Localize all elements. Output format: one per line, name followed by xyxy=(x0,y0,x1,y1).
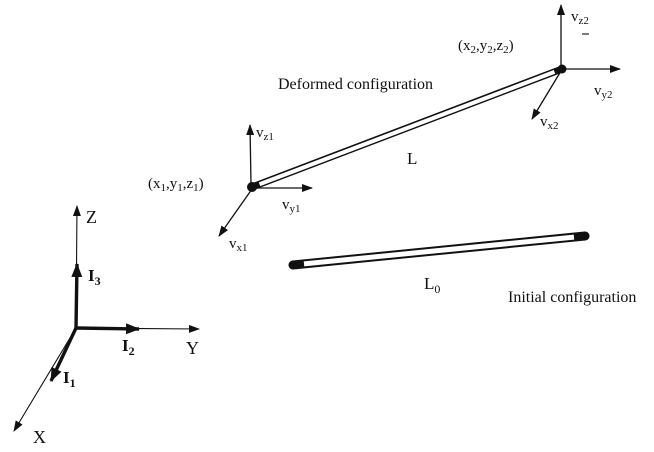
initial-configuration-caption: Initial configuration xyxy=(508,289,636,306)
v-x1-arrow xyxy=(218,188,253,237)
i1-vector-label: I1 xyxy=(63,368,76,390)
node1-dot xyxy=(247,182,257,192)
node2-coords-label: (x2,y2,z2) xyxy=(458,38,514,56)
v-x2-label: vx2 xyxy=(540,114,559,132)
node1-vectors: vz1 vy1 vx1 (x1,y1,z1) xyxy=(148,124,313,254)
v-y2-label: vy2 xyxy=(594,83,613,101)
node1-coords-label: (x1,y1,z1) xyxy=(148,176,204,194)
initial-length-label: L0 xyxy=(424,274,440,296)
v-y1-label: vy1 xyxy=(282,197,301,215)
z-axis-label: Z xyxy=(86,207,97,227)
x-axis-label: X xyxy=(33,427,46,447)
i3-vector-arrow xyxy=(71,263,83,329)
global-frame: Z Y X I3 I2 I1 xyxy=(13,205,200,447)
deformed-length-label: L xyxy=(407,149,417,168)
i3-vector-label: I3 xyxy=(88,266,101,288)
deformed-bar xyxy=(247,64,567,192)
i1-vector-arrow xyxy=(49,327,78,382)
y-axis-label: Y xyxy=(186,338,199,358)
deformed-bar-fill xyxy=(258,70,556,187)
i2-vector-label: I2 xyxy=(122,336,135,358)
initial-bar xyxy=(288,231,590,270)
deformed-configuration-caption: Deformed configuration xyxy=(278,76,433,93)
v-x1-label: vx1 xyxy=(229,236,248,254)
v-z1-label: vz1 xyxy=(256,125,274,143)
node2-vectors: vz2 vy2 vx2 (x2,y2,z2) xyxy=(458,4,621,132)
v-z2-label: vz2 xyxy=(571,9,589,27)
x-axis-line xyxy=(13,327,77,432)
i2-vector-arrow xyxy=(75,323,140,335)
v-x2-arrow xyxy=(531,70,562,120)
v-z1-arrow xyxy=(246,124,255,185)
initial-bar-fill xyxy=(303,234,575,267)
